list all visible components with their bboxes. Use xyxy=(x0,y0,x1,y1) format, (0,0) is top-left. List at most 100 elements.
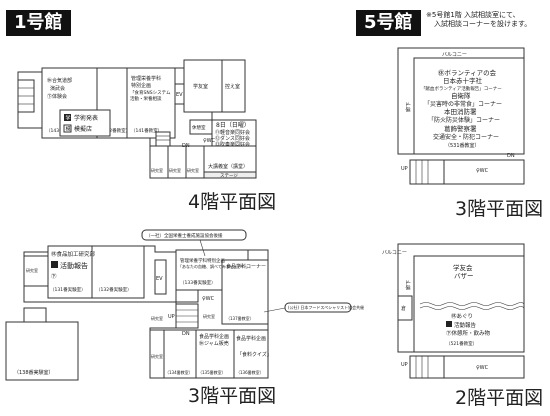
r134-d: （134番教室） xyxy=(165,369,193,375)
b5-2f-title: 2階平面図 xyxy=(455,387,544,409)
b5-2f-l6: （521番教室） xyxy=(446,340,477,347)
wc-label: ♀WC xyxy=(203,138,216,144)
legend-mark-1-text: 学 xyxy=(66,115,71,122)
callout-2: (公社) 日本フードスペシャリスト協会共催 xyxy=(288,304,364,310)
r408-c: ⑫ダンス同好会 xyxy=(215,135,250,142)
r136-b: 「食料クイズ」 xyxy=(237,351,272,358)
b5-3f-l6: 本田消防署 xyxy=(444,107,477,116)
ev-box xyxy=(174,83,185,105)
r136-c: （136番教室） xyxy=(236,369,264,375)
lab-2 xyxy=(167,145,187,179)
b5-3f-title: 3階平面図 xyxy=(455,198,544,220)
b5-2f-mark xyxy=(446,321,452,327)
b5-3f-balcony: バルコニー xyxy=(442,52,467,58)
building-5-note: ※5号館1階 入試相談室にて、 入試相談コーナーを設けます。 xyxy=(426,11,531,29)
r143-a: ㊡合気道部 xyxy=(47,77,72,84)
b1-4f-plan: ㊡合気道部 演武会 ㊦体験会 （143番教室） （142番教室） 管理栄養学科 … xyxy=(17,59,257,179)
b5-2f-l2: バザー xyxy=(454,272,474,280)
b5-2f-up: UP xyxy=(401,362,408,368)
b5-2f-plan: バルコニー 学友会 バザー 廊下 倉 ㊡あぐり 活動報告 ㊦休憩所・飲み物 （5… xyxy=(382,243,525,379)
lab-3 xyxy=(185,145,205,179)
b5-3f-dn: DN xyxy=(507,153,515,159)
b1-4f-title: 4階平面図 xyxy=(188,191,277,213)
room-132 xyxy=(91,245,145,299)
room-hikae-label: 控え室 xyxy=(225,83,240,90)
callout-2-box xyxy=(284,302,352,313)
r138-label: （138番実験室） xyxy=(14,369,54,376)
lab-left-label: 研究室 xyxy=(26,267,38,273)
wc-label-3f: ♀WC xyxy=(202,296,215,302)
room-408 xyxy=(211,119,257,147)
ev-label: EV xyxy=(176,92,183,98)
b5-3f-l7: 「防火防災体験」コーナー xyxy=(428,116,500,124)
r131-c: ㊦ xyxy=(51,272,57,280)
r137-a: 食品学科コーナー xyxy=(226,263,266,270)
room-138-stair xyxy=(23,307,47,323)
lab-3f-3-label: 研究室 xyxy=(203,313,215,319)
room-531 xyxy=(413,57,525,155)
r135-e: （135番教室） xyxy=(198,369,226,375)
r131-d: （131番実験室） xyxy=(50,286,86,293)
ev-box-3f xyxy=(154,259,167,295)
r132-d: （132番実験室） xyxy=(96,286,132,293)
r136-a: 食品学科企画 xyxy=(236,335,266,342)
up-label-3f: UP xyxy=(168,314,175,320)
note-line-1: ※5号館1階 入試相談室にて、 xyxy=(426,11,520,19)
b5-3f-wc: ♀WC xyxy=(476,168,489,174)
r131-b: 活動報告 xyxy=(60,261,88,270)
room-138 xyxy=(5,321,79,381)
r131-a: ㊡食品加工研究部 xyxy=(51,250,96,258)
lab-1 xyxy=(149,145,169,179)
r135-a: 食品学科企画 xyxy=(199,333,229,340)
room-gakuyu xyxy=(183,59,223,113)
r408-a: 8日（日曜） xyxy=(216,122,250,129)
lab-3f-1-label: 研究室 xyxy=(151,353,163,359)
r141-b: 特別企画 xyxy=(131,82,151,89)
stage xyxy=(203,171,257,179)
legend-label-1: 学術発表 xyxy=(74,114,98,122)
b5-3f-stair xyxy=(409,159,445,185)
b5-3f-l3: 「献血ボランティア活動報告」コーナー xyxy=(421,85,502,92)
dn-label: DN xyxy=(182,143,190,149)
b5-2f-l4: 活動報告 xyxy=(454,321,477,329)
legend-mark-2 xyxy=(63,124,72,133)
b5-3f-l2: 日本赤十字社 xyxy=(443,76,483,85)
r408-b: ⑪軽音楽同好会 xyxy=(215,129,250,136)
stair-center xyxy=(155,131,171,147)
hall-label: 大講義室（講堂） xyxy=(208,163,248,170)
legend-mark-1 xyxy=(64,114,71,121)
b5-3f-corridor: 廊下 xyxy=(405,102,412,112)
b5-3f-wc-block xyxy=(443,159,525,185)
legend-label-2: 模擬店 xyxy=(74,125,92,133)
b5-2f-kura-label: 倉 xyxy=(401,305,406,312)
lab-1-label: 研究室 xyxy=(151,167,163,173)
room-hikae xyxy=(221,59,246,113)
b5-2f-balcony: バルコニー xyxy=(382,250,407,256)
callout-1-box xyxy=(141,229,247,241)
r141-d: 活動・栄養相談 xyxy=(130,95,162,102)
lab-left xyxy=(23,255,49,287)
ev-label-3f: EV xyxy=(156,276,163,282)
b5-2f-l1: 学友会 xyxy=(453,263,473,272)
b5-3f-l4: 自衛隊 xyxy=(451,91,471,100)
b5-2f-l3: ㊡あぐり xyxy=(451,312,473,320)
b5-2f-wc: ♀WC xyxy=(476,365,489,371)
r131-mark xyxy=(51,261,58,268)
building-5-label: 5号館 xyxy=(356,10,421,36)
r142-d: （142番教室） xyxy=(99,127,130,134)
r133-a: 管理栄養学科特別企画 xyxy=(180,257,225,264)
r141-c: 「食育SNSシステム xyxy=(130,89,171,96)
b5-2f-wc-block xyxy=(443,355,525,379)
b5-2f-l5: ㊦休憩所・飲み物 xyxy=(446,329,491,337)
lab-3-label: 研究室 xyxy=(187,167,199,173)
room-rest xyxy=(189,119,213,135)
b5-3f-plan: バルコニー 廊下 ㊡ボランティアの会 日本赤十字社 「献血ボランティア活動報告」… xyxy=(397,47,525,185)
r141-a: 管理栄養学科 xyxy=(131,75,161,82)
callout-1: （一社）全国栄養士養成施設協会後援 xyxy=(146,232,223,239)
note-line-2: 入試相談コーナーを設けます。 xyxy=(434,20,532,28)
lab-3f-2-label: 研究室 xyxy=(151,315,163,321)
room-137 xyxy=(221,259,269,325)
r135-b: ㊡ジャム販売 xyxy=(199,340,229,347)
room-136 xyxy=(233,329,269,379)
